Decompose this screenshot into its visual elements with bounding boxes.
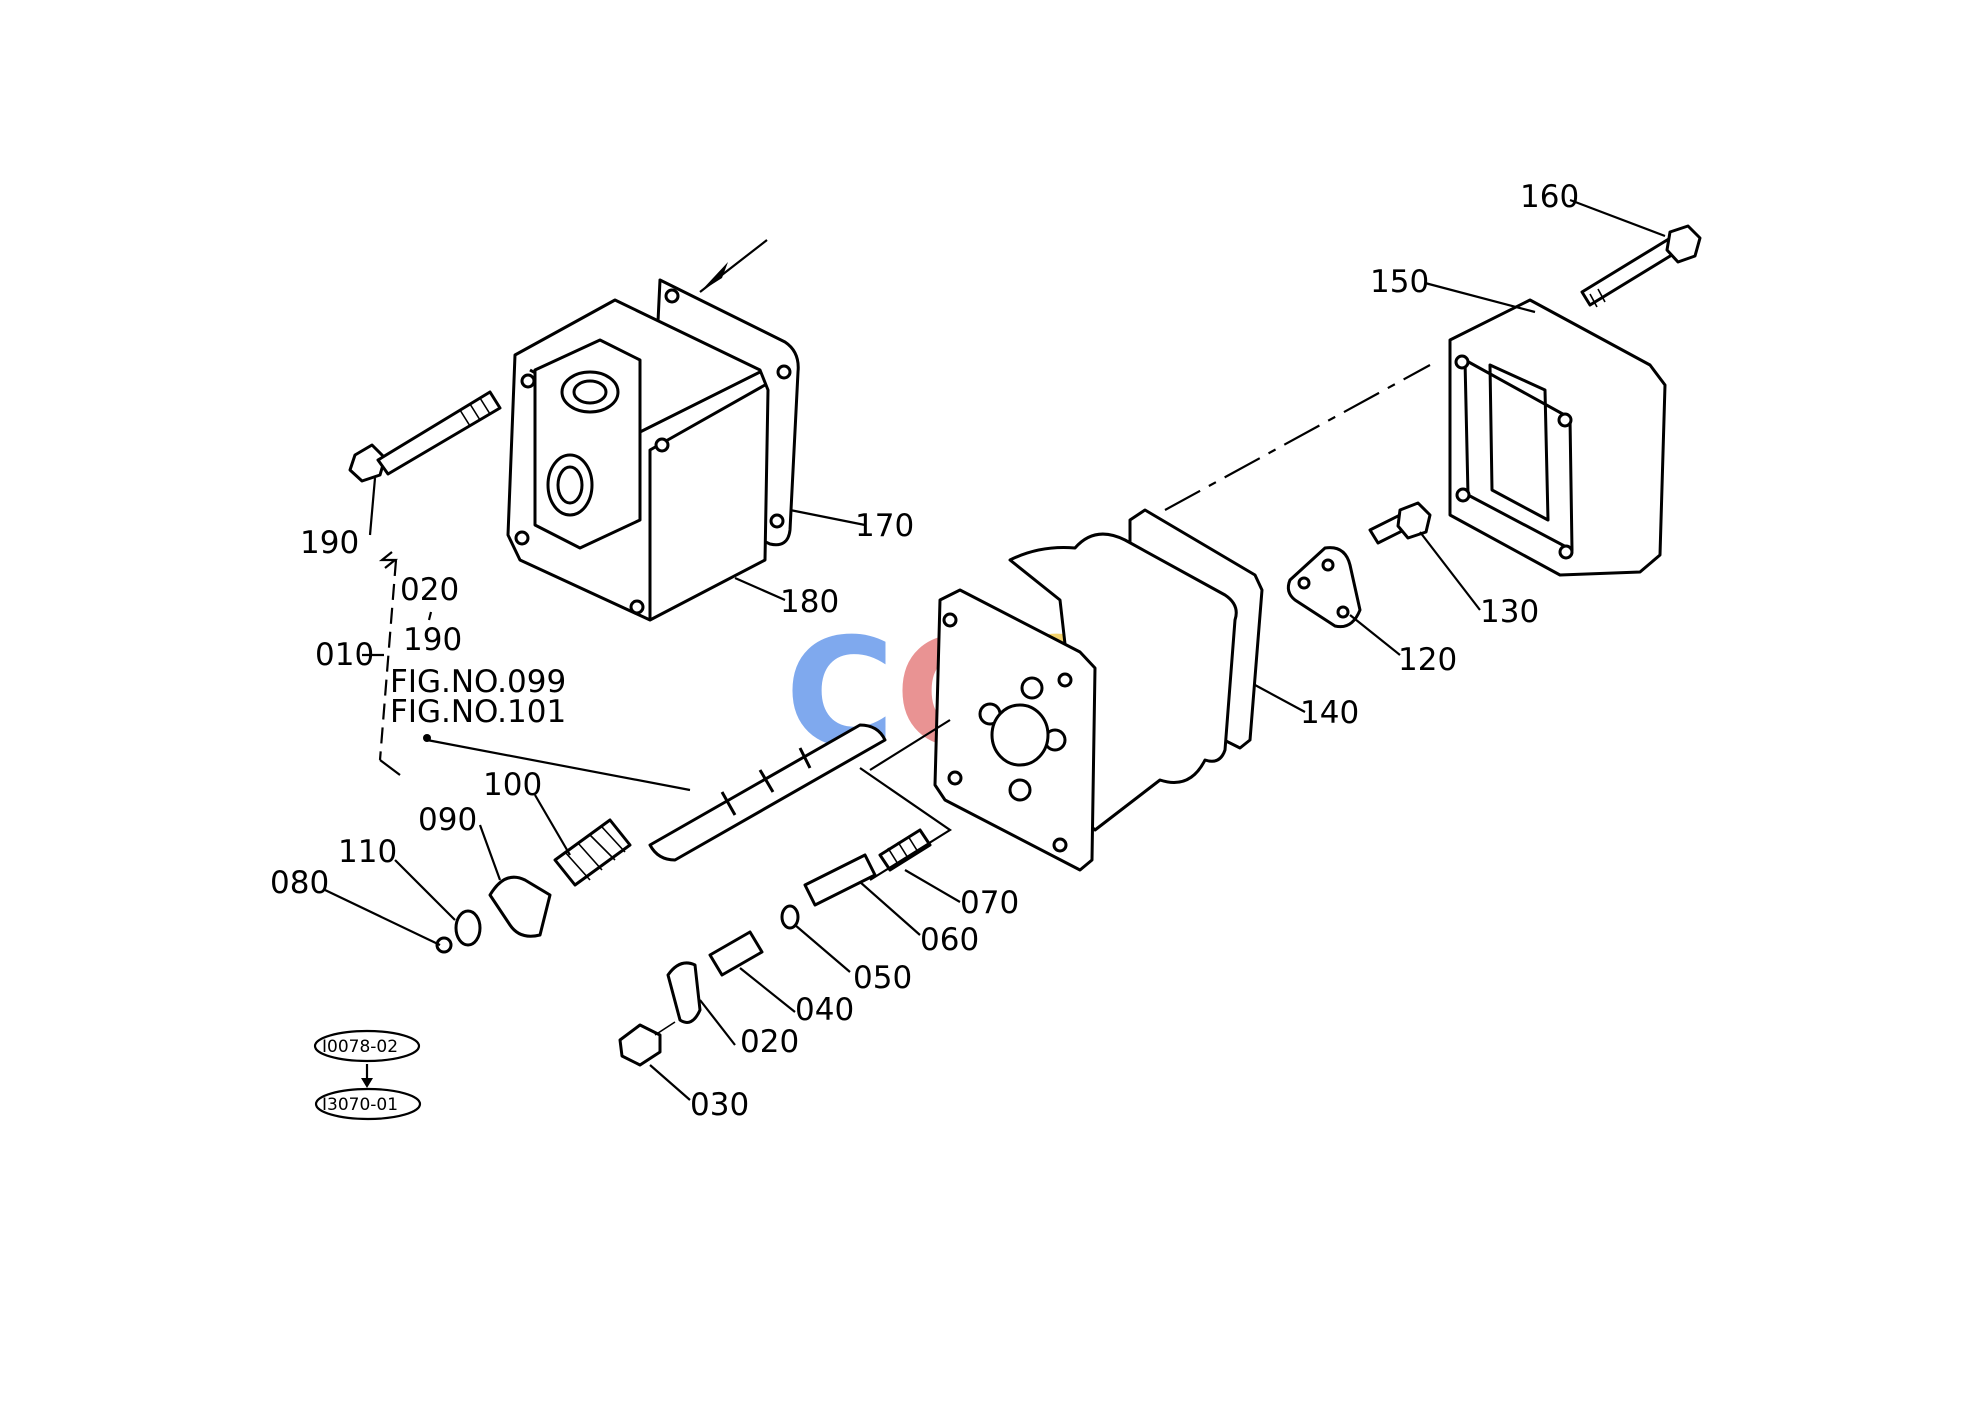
revision-from-oval <box>313 1029 421 1063</box>
callout-040: 040 <box>795 992 854 1028</box>
note-dot <box>423 734 431 742</box>
plug-040 <box>708 930 764 977</box>
spool-assembly <box>435 723 932 1067</box>
callout-110: 110 <box>338 834 397 870</box>
assembly-note: 010 020 190 FIG.NO.099 FIG.NO.101 <box>315 572 566 730</box>
callout-020: 020 <box>740 1024 799 1060</box>
assembly-range-end: 190 <box>403 622 462 658</box>
body-180-edge <box>648 383 766 620</box>
bolt-160 <box>1580 224 1702 308</box>
screw-130 <box>1368 501 1432 545</box>
body-180-port-upper <box>560 370 620 414</box>
assembly-number: 010 <box>315 637 374 673</box>
cover-150 <box>1448 298 1667 577</box>
revision-to-oval <box>314 1087 422 1121</box>
assembly-range-start: 020 <box>400 572 459 608</box>
leader-lines <box>324 198 1666 1101</box>
callout-170: 170 <box>855 508 914 544</box>
valve-housing <box>933 508 1264 872</box>
callout-150: 150 <box>1370 264 1429 300</box>
callout-030: 030 <box>690 1087 749 1123</box>
body-180-port-lower <box>546 453 594 517</box>
housing-body <box>1008 532 1238 832</box>
sleeve-090 <box>488 875 552 938</box>
callout-160: 160 <box>1520 179 1579 215</box>
revision-from: I0078-02 <box>322 1037 398 1057</box>
bolt-190 <box>348 390 502 483</box>
assembly-ref-1: FIG.NO.099 <box>390 664 566 700</box>
callout-140: 140 <box>1300 695 1359 731</box>
ball-080 <box>435 936 453 954</box>
callout-090: 090 <box>418 802 477 838</box>
callout-180: 180 <box>780 584 839 620</box>
revision-marks: I0078-02 I3070-01 <box>313 1029 422 1121</box>
spring-070 <box>878 828 932 872</box>
arrow-head <box>700 262 728 292</box>
piston-060 <box>803 853 877 907</box>
callout-060: 060 <box>920 922 979 958</box>
callout-130: 130 <box>1480 594 1539 630</box>
callout-070: 070 <box>960 885 1019 921</box>
assembly-ref-2: FIG.NO.101 <box>390 694 566 730</box>
callout-100: 100 <box>483 767 542 803</box>
ring-110 <box>454 909 482 947</box>
bolt-030 <box>618 1023 662 1067</box>
spool <box>648 723 887 862</box>
callout-080: 080 <box>270 865 329 901</box>
plate-020 <box>666 961 702 1024</box>
revision-to: I3070-01 <box>322 1095 398 1115</box>
callout-labels: 160 150 190 170 180 130 120 140 100 090 … <box>270 179 1579 1123</box>
callout-120: 120 <box>1398 642 1457 678</box>
callout-190-bolt: 190 <box>300 525 359 561</box>
pump-body-180 <box>506 239 800 622</box>
oring-050 <box>780 904 800 930</box>
callout-050: 050 <box>853 960 912 996</box>
